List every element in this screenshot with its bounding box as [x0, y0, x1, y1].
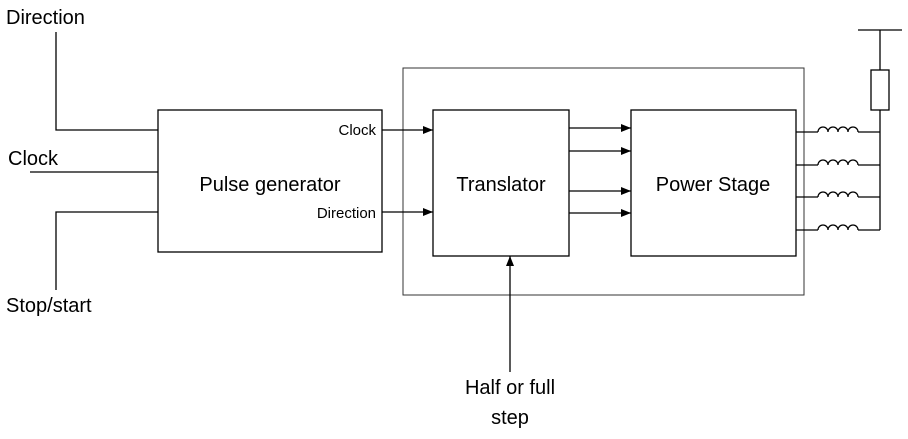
motor-windings [796, 126, 880, 231]
step-mode-label-line2: step [491, 407, 529, 429]
pulse-generator-clock-port: Clock [338, 122, 376, 139]
translator-title: Translator [456, 174, 546, 196]
clock-input-label: Clock [8, 148, 59, 170]
power-stage-block [630, 109, 797, 257]
pulse-generator-title: Pulse generator [199, 174, 341, 196]
translator-block [432, 109, 570, 257]
direction-input-wire [55, 32, 158, 131]
driver-enclosure [402, 67, 805, 296]
stop-start-input-label: Stop/start [6, 295, 92, 317]
pulse-generator-direction-port: Direction [317, 205, 376, 222]
current-limit-resistor [870, 69, 890, 111]
step-mode-label-line1: Half or full [465, 377, 555, 399]
pulse-generator-block [157, 109, 383, 253]
power-stage-title: Power Stage [656, 174, 771, 196]
stop-start-input-wire [55, 211, 158, 290]
supply-rail [858, 29, 902, 230]
direction-input-label: Direction [6, 7, 85, 29]
